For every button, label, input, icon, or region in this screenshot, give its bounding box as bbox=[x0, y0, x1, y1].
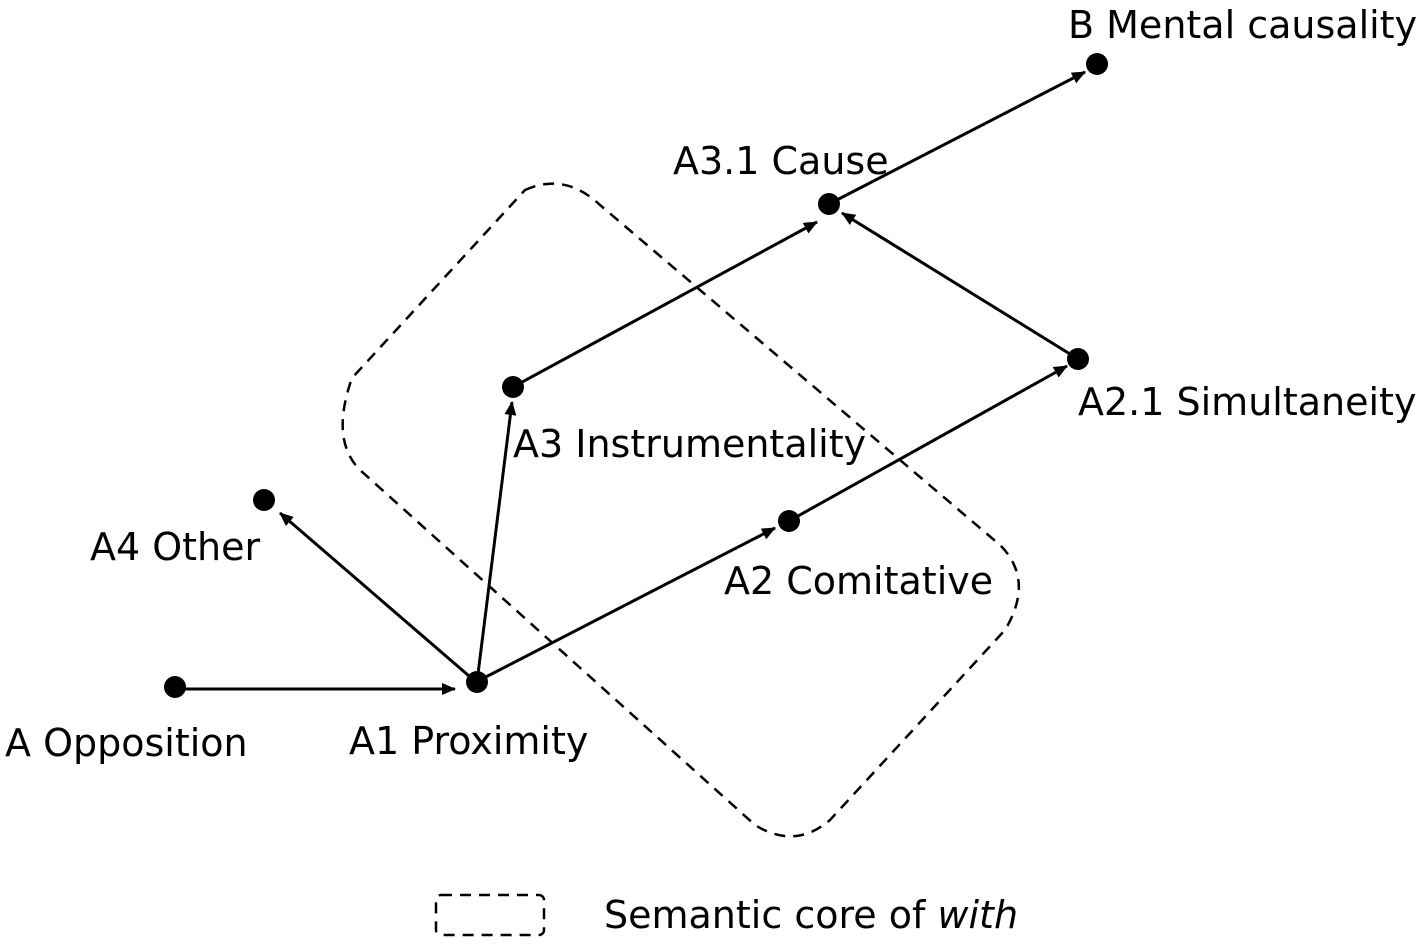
node-a2-1-simultaneity bbox=[1067, 348, 1089, 370]
nodes bbox=[164, 53, 1108, 698]
label-a2-comitative: A2 Comitative bbox=[724, 559, 993, 603]
edge-instrumentality-to-cause bbox=[512, 220, 818, 389]
semantic-core-region bbox=[341, 182, 1021, 838]
legend-label: Semantic core of with bbox=[604, 893, 1018, 937]
label-a4-other: A4 Other bbox=[90, 525, 261, 569]
label-a2-1-simultaneity: A2.1 Simultaneity bbox=[1078, 380, 1416, 424]
legend-dashed-swatch bbox=[434, 893, 546, 937]
edge-proximity-to-comitative bbox=[475, 526, 776, 684]
edge-comitative-to-simultaneity bbox=[788, 364, 1068, 523]
node-a2-comitative bbox=[778, 510, 800, 532]
node-a-opposition bbox=[164, 676, 186, 698]
node-a3-1-cause bbox=[818, 193, 840, 215]
label-b-mental-causality: B Mental causality bbox=[1068, 3, 1417, 47]
node-a1-proximity bbox=[466, 671, 488, 693]
legend-text: Semantic core of bbox=[604, 893, 937, 937]
label-a1-proximity: A1 Proximity bbox=[349, 719, 588, 763]
labels: A Opposition A1 Proximity A4 Other A3 In… bbox=[5, 3, 1417, 765]
node-a3-instrumentality bbox=[502, 376, 524, 398]
legend: Semantic core of with bbox=[434, 893, 1018, 937]
label-a3-instrumentality: A3 Instrumentality bbox=[513, 422, 866, 466]
edge-proximity-to-other bbox=[279, 511, 477, 684]
edge-proximity-to-instrumentality bbox=[475, 401, 517, 683]
edge-simultaneity-to-cause bbox=[841, 211, 1079, 361]
edges bbox=[175, 70, 1086, 695]
edge-cause-to-mental-causality bbox=[828, 70, 1086, 206]
node-a4-other bbox=[253, 489, 275, 511]
label-a3-1-cause: A3.1 Cause bbox=[673, 139, 889, 183]
label-a-opposition: A Opposition bbox=[5, 721, 248, 765]
node-b-mental-causality bbox=[1086, 53, 1108, 75]
legend-text-italic: with bbox=[937, 893, 1018, 937]
